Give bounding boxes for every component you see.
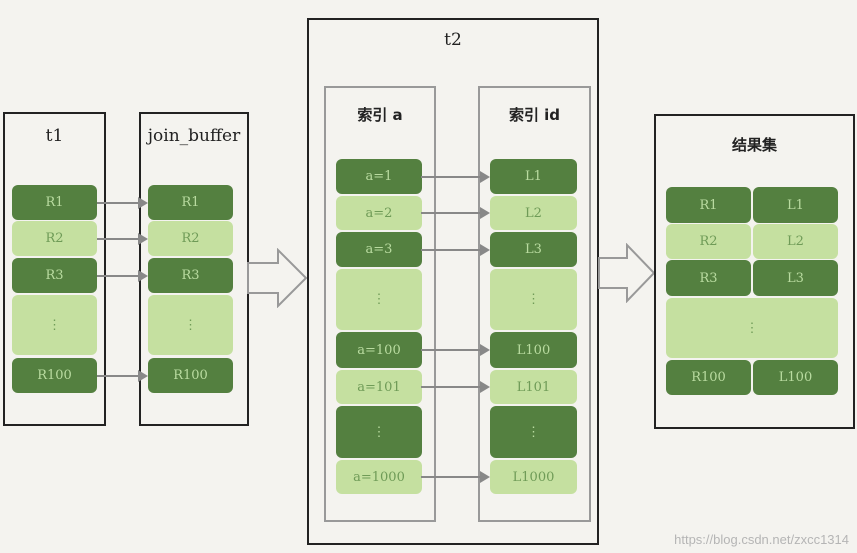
result-cell-right: L2 (753, 224, 838, 259)
join-buffer-row: ⋮ (148, 295, 233, 355)
watermark: https://blog.csdn.net/zxcc1314 (674, 532, 849, 547)
t1-row: R3 (12, 258, 97, 293)
index-id-title: 索引 id (508, 106, 561, 124)
result-cell-right: L100 (753, 360, 838, 395)
index-id-row: ⋮ (490, 406, 577, 458)
join-buffer-row: R2 (148, 221, 233, 256)
index-a-row: a=2 (336, 196, 422, 230)
arrow-icon (421, 344, 490, 356)
index-a-title: 索引 a (357, 106, 403, 124)
index-a-row: a=101 (336, 370, 422, 404)
index-id-row: L1 (490, 159, 577, 194)
index-a (324, 86, 436, 522)
arrow-icon (421, 471, 490, 483)
arrow-icon (97, 196, 148, 209)
t1-table (3, 112, 106, 426)
arrow-icon (421, 381, 490, 393)
t1-title: t1 (45, 126, 64, 146)
arrow-icon (97, 369, 148, 382)
join-buffer-row: R3 (148, 258, 233, 293)
index-id-row: L101 (490, 370, 577, 404)
arrow-icon (421, 243, 490, 256)
result-set (654, 114, 855, 429)
index-id-row: ⋮ (490, 269, 577, 330)
result-cell-left: R100 (666, 360, 751, 395)
result-row: ⋮ (666, 298, 838, 358)
t1-row: ⋮ (12, 295, 97, 355)
join-buffer-title: join_buffer (147, 126, 241, 146)
index-a-row: ⋮ (336, 406, 422, 458)
t2-title: t2 (444, 30, 462, 50)
arrow-icon (421, 170, 490, 183)
big-arrow-icon (598, 243, 656, 303)
arrow-icon (421, 207, 490, 219)
t1-row: R2 (12, 221, 97, 256)
result-cell-left: R2 (666, 224, 751, 259)
result-cell-right: L3 (753, 260, 838, 296)
index-id-row: L1000 (490, 460, 577, 494)
join-buffer-row: R100 (148, 358, 233, 393)
index-id (478, 86, 591, 522)
index-id-row: L2 (490, 196, 577, 230)
result-cell-left: R3 (666, 260, 751, 296)
t1-row: R100 (12, 358, 97, 393)
arrow-icon (97, 232, 148, 245)
arrow-icon (97, 269, 148, 282)
index-a-row: ⋮ (336, 269, 422, 330)
index-id-row: L3 (490, 232, 577, 267)
index-a-row: a=3 (336, 232, 422, 267)
result-cell-left: R1 (666, 187, 751, 223)
big-arrow-icon (247, 248, 308, 308)
result-cell-right: L1 (753, 187, 838, 223)
t1-row: R1 (12, 185, 97, 220)
index-a-row: a=1000 (336, 460, 422, 494)
index-a-row: a=1 (336, 159, 422, 194)
join-buffer-row: R1 (148, 185, 233, 220)
index-a-row: a=100 (336, 332, 422, 368)
index-id-row: L100 (490, 332, 577, 368)
result-set-title: 结果集 (731, 136, 777, 154)
